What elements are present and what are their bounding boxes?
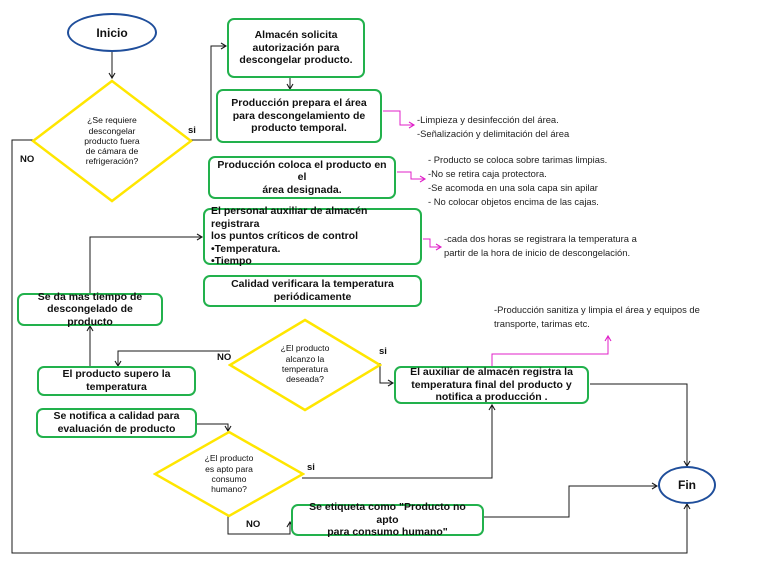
edge-no3-etiqueta <box>227 516 294 535</box>
decision-alcanzo-temperatura <box>228 318 382 412</box>
edge-label-no-2: NO <box>217 352 232 363</box>
edge-si3-auxiliar <box>302 403 496 479</box>
edge-label-no-1: NO <box>20 154 35 165</box>
edge-notifica-decision <box>197 423 232 433</box>
note-arrow-tarimas <box>397 171 427 183</box>
edge-si-almacen <box>191 42 228 141</box>
process-auxiliar-registra-final: El auxiliar de almacén registra la tempe… <box>394 366 589 404</box>
edge-etiqueta-fin <box>484 482 659 518</box>
note-arrow-limpieza <box>383 110 416 129</box>
edge-label-si-2: si <box>379 346 387 357</box>
process-notifica-calidad: Se notifica a calidad para evaluación de… <box>36 408 197 438</box>
decision-apto-consumo <box>153 430 305 518</box>
process-mas-tiempo: Se da mas tiempo de descongelado de prod… <box>17 291 163 328</box>
note-limpieza: -Limpieza y desinfección del área. -Seña… <box>417 114 570 140</box>
process-supero-temperatura: El producto supero la temperatura <box>37 366 196 396</box>
note-sanitiza: -Producción sanitiza y limpia el área y … <box>494 304 700 330</box>
edge-auxiliar-fin <box>590 383 691 468</box>
decision-requiere-descongelar <box>31 79 193 203</box>
start-terminal: Inicio <box>67 13 157 52</box>
edge-si-auxiliar <box>379 363 395 387</box>
note-arrow-dos-horas <box>423 238 443 251</box>
edge-no-supero <box>114 350 230 368</box>
process-produccion-coloca: Producción coloca el producto en el área… <box>208 156 396 199</box>
edge-no-loop-fin <box>11 139 691 554</box>
edge-label-si-1: si <box>188 125 196 136</box>
edge-label-si-3: si <box>307 462 315 473</box>
note-arrow-sanitiza <box>491 334 612 366</box>
process-calidad-verifica: Calidad verificara la temperatura periód… <box>203 275 422 307</box>
process-personal-registra: El personal auxiliar de almacén registra… <box>203 205 422 267</box>
process-etiqueta-no-apto: Se etiqueta como "Producto no apto para … <box>291 501 484 538</box>
process-produccion-prepara: Producción prepara el área para desconge… <box>216 89 382 143</box>
decision-apto-consumo-text: ¿El producto es apto para consumo humano… <box>204 453 254 495</box>
note-tarimas: - Producto se coloca sobre tarimas limpi… <box>428 154 608 208</box>
edge-label-no-3: NO <box>246 519 261 530</box>
end-terminal: Fin <box>658 466 716 504</box>
edge-mastiempo-registra <box>89 233 204 293</box>
decision-requiere-descongelar-text: ¿Se requiere descongelar producto fuera … <box>84 115 140 167</box>
note-dos-horas: -cada dos horas se registrara la tempera… <box>444 233 637 259</box>
decision-alcanzo-temperatura-text: ¿El producto alcanzo la temperatura dese… <box>280 343 330 385</box>
process-almacen-solicita: Almacén solicita autorización para desco… <box>227 18 365 78</box>
